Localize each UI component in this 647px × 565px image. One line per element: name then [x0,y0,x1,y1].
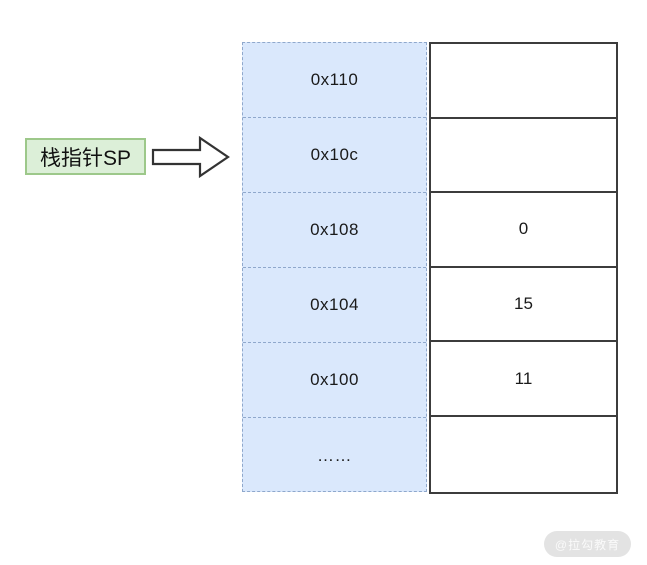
address-cell: 0x10c [243,118,426,193]
value-cell [431,44,616,119]
value-cell [431,119,616,194]
right-arrow-icon [151,135,231,179]
value-column: 0 15 11 [429,42,618,494]
stack-pointer-label: 栈指针SP [25,138,146,175]
address-cell: …… [317,445,352,465]
value-cell [431,417,616,491]
value-cell: 15 [431,268,616,343]
address-cell: 0x100 [243,343,426,418]
watermark-badge: @拉勾教育 [544,531,631,557]
address-cell: 0x110 [243,43,426,118]
address-cell: 0x108 [243,193,426,268]
value-cell: 11 [431,342,616,417]
value-cell: 0 [431,193,616,268]
address-column: 0x110 0x10c 0x108 0x104 0x100 …… [242,42,427,492]
address-cell: 0x104 [243,268,426,343]
